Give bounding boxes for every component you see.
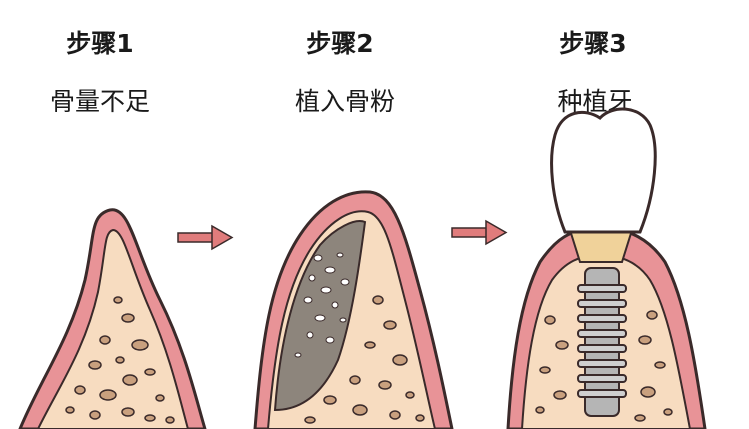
implant-screw — [577, 267, 627, 417]
tooth-crown — [550, 107, 657, 234]
panel-3-implant — [506, 107, 707, 429]
bone-1 — [36, 228, 190, 429]
step-1-description: 骨量不足 — [49, 87, 150, 116]
bone-specks-3 — [535, 310, 673, 422]
arrow-right-icon — [451, 219, 508, 246]
step-1-label: 步骤1 — [66, 29, 134, 58]
step-2-label: 步骤2 — [306, 29, 374, 58]
panel-2-bone-graft — [253, 190, 454, 429]
bone-specks-2 — [304, 295, 425, 424]
step-3-label: 步骤3 — [559, 29, 627, 58]
arrow-right-icon — [177, 224, 234, 251]
graft-particles — [294, 252, 350, 358]
abutment — [568, 229, 634, 263]
bone-specks-1 — [65, 296, 175, 424]
panel-1-insufficient-bone — [18, 208, 207, 429]
step-2-description: 植入骨粉 — [294, 87, 395, 116]
